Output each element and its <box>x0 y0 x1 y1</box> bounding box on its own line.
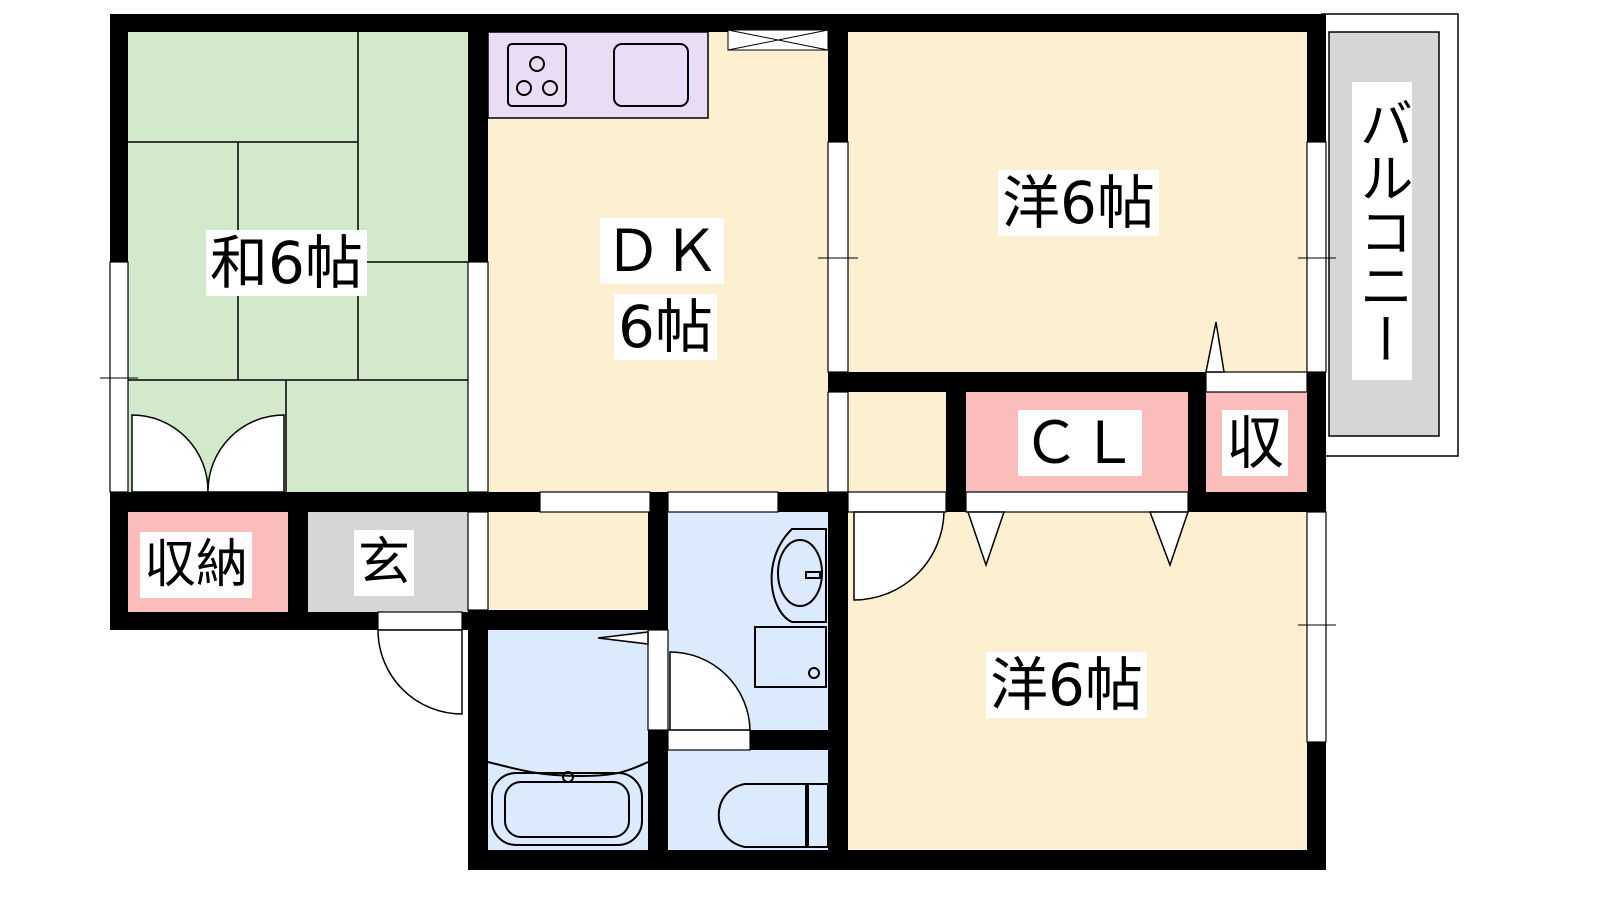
sink-icon <box>613 43 689 107</box>
label-balcony: バルコニー <box>1350 82 1413 380</box>
entrance-door-opening <box>377 611 463 631</box>
label-dk: ＤＫ <box>600 218 725 284</box>
window <box>1306 511 1327 743</box>
label-western-bottom: 洋6帖 <box>986 652 1147 718</box>
door-swings <box>377 321 1225 731</box>
bathroom <box>488 630 648 850</box>
label-storage-small: 収 <box>1222 410 1289 476</box>
door-opening <box>667 491 779 513</box>
label-western-top: 洋6帖 <box>998 170 1159 236</box>
toilet-icon <box>717 783 829 848</box>
label-washitsu: 和6帖 <box>206 230 367 296</box>
hallway <box>488 512 648 610</box>
double-door <box>131 414 285 493</box>
kitchen-counter <box>487 31 709 119</box>
toilet-door <box>667 729 751 751</box>
sliding-door <box>467 261 489 493</box>
sliding-door <box>467 511 489 611</box>
washbasin-icon <box>754 528 827 688</box>
storage-door <box>1205 371 1308 393</box>
stove-icon <box>507 43 567 107</box>
label-storage: 収納 <box>140 532 253 598</box>
door-opening <box>539 491 651 513</box>
bath-door <box>647 629 669 731</box>
hall <box>848 392 946 492</box>
sliding-door <box>827 141 849 373</box>
window <box>109 261 129 493</box>
bathtub-icon <box>487 761 649 846</box>
door-opening <box>847 491 947 513</box>
window-ticks <box>100 257 1336 626</box>
toilet-room <box>668 750 828 850</box>
sliding-door <box>827 391 849 493</box>
label-closet: ＣＬ <box>1018 410 1143 476</box>
closet-door <box>965 491 1189 513</box>
label-dk-size: 6帖 <box>614 294 717 360</box>
window <box>1306 141 1327 373</box>
label-entrance: 玄 <box>354 530 415 596</box>
